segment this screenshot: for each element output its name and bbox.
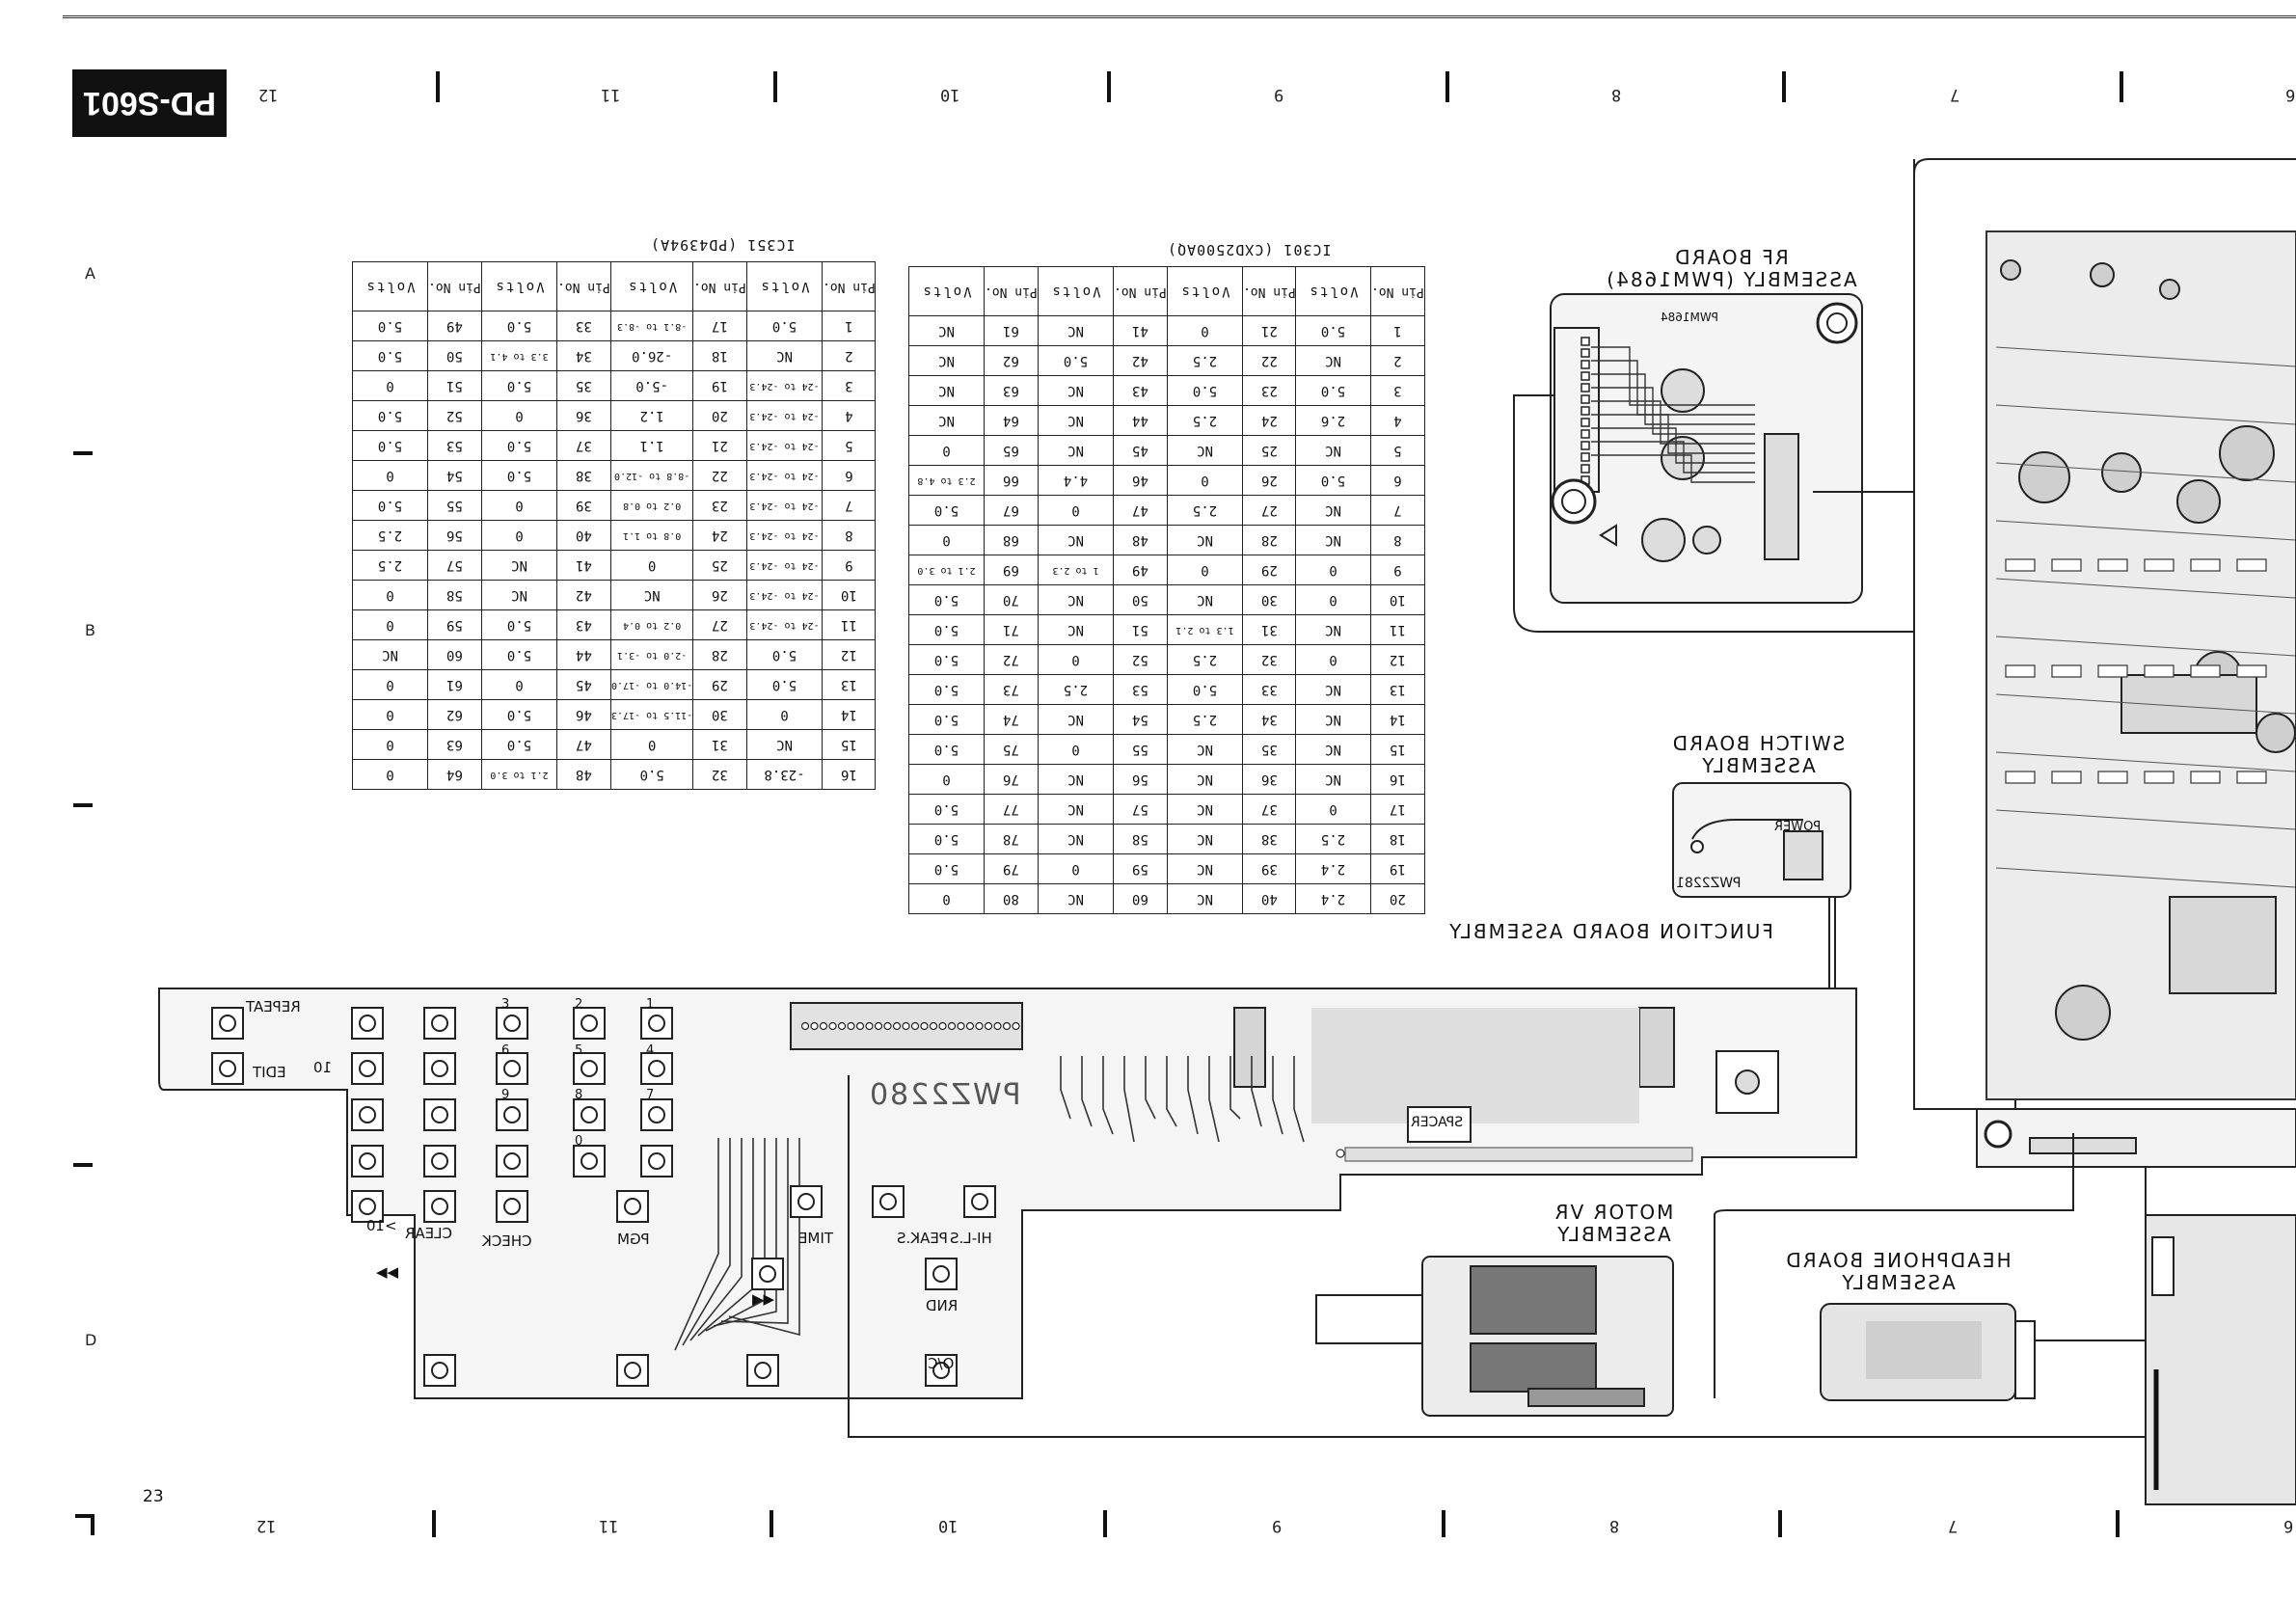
column-tick [2120, 71, 2123, 102]
digit-key-label: 2 [575, 997, 583, 1012]
edit-key-label: EDIT [253, 1064, 286, 1081]
rf-board [1513, 159, 1915, 633]
switch-board [1672, 782, 1851, 1022]
column-tick [432, 1510, 436, 1537]
row-divider [73, 803, 93, 807]
model-badge: PD-S601 [72, 69, 227, 137]
motor-vr-board [1315, 1133, 2074, 1417]
corner-mark [75, 1514, 95, 1535]
digit-key-label: 7 [646, 1088, 655, 1102]
row-label-b: B [85, 621, 95, 639]
ten-plus-key-label: >10 [366, 1217, 397, 1234]
hi-lite-s-key-label: HI-L.S [950, 1230, 992, 1247]
clear-key-label: CLEAR [405, 1225, 452, 1242]
row-label-a: A [85, 264, 95, 283]
column-tick [770, 1510, 773, 1537]
column-tick [436, 71, 440, 102]
digit-key-label: 5 [575, 1043, 583, 1058]
power-switch-marking: POWER [1774, 820, 1822, 834]
column-tick [1445, 71, 1449, 102]
column-tick [1778, 1510, 1782, 1537]
column-tick [1107, 71, 1111, 102]
headphone-board [1820, 1303, 2146, 1401]
peak-s-key-label: PEAK.S [897, 1230, 948, 1247]
digit-key-label: 6 [501, 1043, 510, 1058]
column-tick [773, 71, 777, 102]
spacer-marking: SPACER [1411, 1115, 1464, 1130]
main-board [1913, 158, 2296, 1505]
digit-key-label: 8 [575, 1088, 583, 1102]
prev-track-key-label: ◀◀ [376, 1263, 399, 1281]
digit-key-label: 3 [501, 997, 510, 1012]
pgm-key-label: PGM [617, 1231, 650, 1248]
column-tick [1103, 1510, 1107, 1537]
main-board-components [1995, 259, 2296, 1041]
digit-key-label: 9 [501, 1088, 510, 1102]
function-board [158, 988, 1857, 1399]
connector [2029, 1137, 2137, 1154]
column-tick [2116, 1510, 2120, 1537]
column-tick [1442, 1510, 1445, 1537]
check-key-label: CHECK [482, 1232, 532, 1250]
switch-pcb-marking: PWZ2281 [1676, 876, 1742, 891]
ten-key-label: 10 [313, 1059, 333, 1076]
row-divider [73, 1163, 93, 1167]
top-border-line [63, 15, 2296, 18]
time-key-label: TIME [798, 1230, 834, 1247]
function-pcb-marking: PWZ2280 [868, 1078, 1021, 1112]
rf-pcb-marking: PWM1684 [1661, 311, 1718, 324]
open-close-key-label: O/C [928, 1355, 955, 1372]
column-tick [1782, 71, 1786, 102]
rnd-key-label: RND [926, 1297, 959, 1314]
row-label-d: D [85, 1331, 97, 1349]
repeat-key-label: REPEAT [246, 998, 301, 1015]
digit-key-label: 0 [575, 1134, 583, 1149]
page-number: 23 [143, 1487, 164, 1506]
next-track-key-label: ▶▶ [752, 1290, 775, 1308]
digit-key-label: 1 [646, 997, 655, 1012]
digit-key-label: 4 [646, 1043, 655, 1058]
row-divider [73, 451, 93, 455]
